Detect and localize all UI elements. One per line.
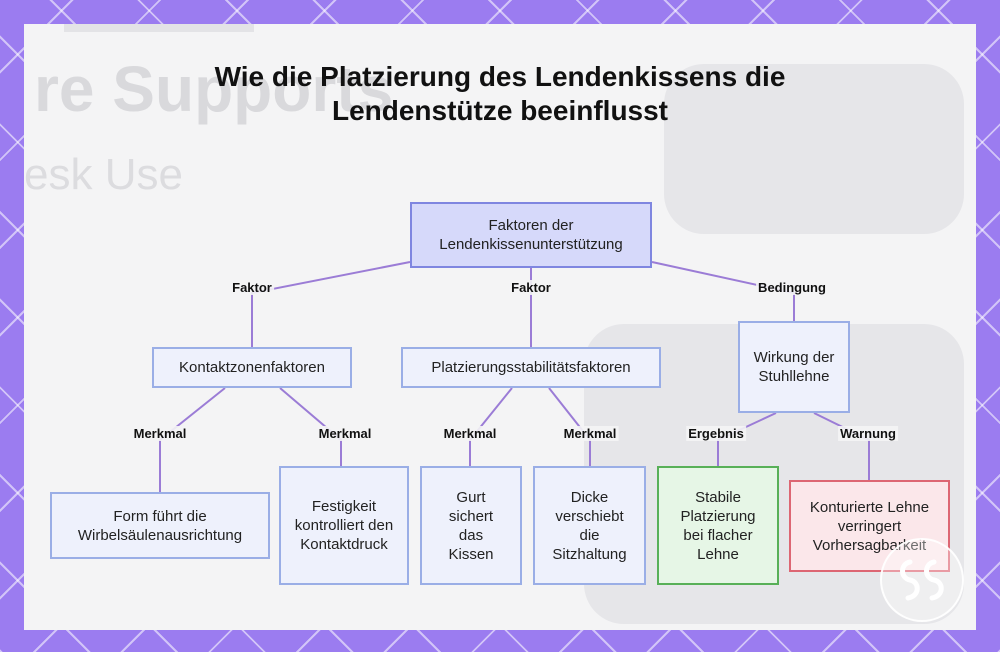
edge-label-root-contact: Faktor (230, 280, 274, 295)
node-strap: Gurt sichert das Kissen (420, 466, 522, 585)
edge-label-contact-firmness: Merkmal (316, 426, 374, 441)
watermark-logo (880, 538, 964, 622)
edge-label-contact-form: Merkmal (131, 426, 189, 441)
edge-root-contact (251, 261, 411, 347)
node-root: Faktoren der Lendenkissenunterstützung (410, 202, 652, 268)
node-thickness: Dicke verschiebt die Sitzhaltung (533, 466, 646, 585)
background-blur (64, 24, 254, 32)
edge-label-backrest-stable: Ergebnis (686, 426, 746, 441)
node-backrest-effect: Wirkung der Stuhllehne (738, 321, 850, 413)
background-blur (664, 64, 964, 234)
edge-label-root-backrest: Bedingung (756, 280, 828, 295)
edge-backrest-contoured (813, 412, 870, 480)
edge-label-backrest-contoured: Warnung (838, 426, 898, 441)
background-text-heading: re Supports (34, 53, 394, 125)
diagram-title: Wie die Platzierung des Lendenkissens di… (214, 61, 786, 126)
node-contact-factors: Kontaktzonenfaktoren (152, 347, 352, 388)
edge-label-stability-thickness: Merkmal (561, 426, 619, 441)
logo-icon (900, 559, 944, 601)
node-firmness: Festigkeit kontrolliert den Kontaktdruck (279, 466, 409, 585)
node-stable-placement: Stabile Platzierung bei flacher Lehne (657, 466, 779, 585)
edge-label-root-stability: Faktor (509, 280, 553, 295)
background-text-sub: esk Use (24, 150, 183, 199)
node-stability-factors: Platzierungsstabilitätsfaktoren (401, 347, 661, 388)
node-form: Form führt die Wirbelsäulenausrichtung (50, 492, 270, 559)
edge-label-stability-strap: Merkmal (441, 426, 499, 441)
